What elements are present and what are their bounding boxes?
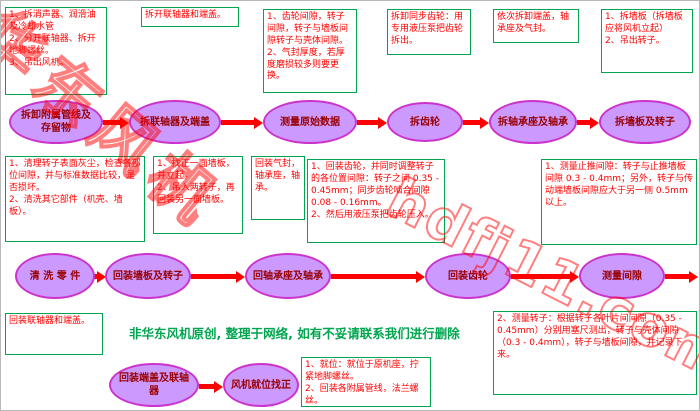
step-remove-bearing-housing: 拆轴承座及轴承	[489, 100, 577, 144]
step-reinstall-endcover-coupling: 回装端盖及联轴器	[109, 363, 199, 407]
flow-arrow	[357, 116, 387, 129]
flow-arrow	[191, 270, 245, 283]
flow-arrow	[94, 270, 106, 283]
note-dismantle-prep: 1、拆消声器、润滑油及冷却水管 2、分开联轴器、拆开地脚螺丝。 3、吊出风机。	[5, 7, 107, 95]
step-measure-original-data: 测量原始数据	[263, 100, 357, 144]
note-thrust-clearance: 1、测量止推间隙：转子与止推墙板间隙 0.3 - 0.4mm；另外，转子与传动端…	[541, 159, 697, 245]
note-seal-bearing-install: 回装气封，轴承座，轴承。	[251, 156, 305, 220]
step-remove-wallplate-rotor: 拆墙板及转子	[599, 100, 691, 144]
flow-arrow	[103, 116, 129, 129]
step-measure-clearance: 测量间隙	[579, 253, 665, 299]
note-original-clearances: 1、齿轮间隙，转子间隙，转子与墙板间隙转子与壳体间隙。 2、气封厚度，若厚度磨损…	[263, 9, 357, 93]
step-reinstall-gear: 回装齿轮	[425, 253, 511, 299]
disclaimer-text: 非华东风机原创, 整理于网络, 如有不妥请联系我们进行删除	[129, 326, 460, 341]
note-gear-install-clearance: 1、回装齿轮，并同时调整转子的各位置间隙：转子之间 0.35 - 0.45mm；…	[307, 159, 445, 243]
flow-arrow	[577, 116, 599, 129]
note-remove-coupling: 拆开联轴器和端盖。	[141, 7, 239, 27]
flow-arrow	[463, 116, 489, 129]
flow-arrow	[221, 116, 263, 129]
step-reinstall-bearing-housing: 回轴承座及轴承	[245, 253, 331, 299]
note-rotor-measurement: 2、测量转子：根据转子各叶片间间隙（0.35 - 0.45mm）分别用塞尺测出，…	[493, 311, 697, 395]
step-reinstall-wallplate-rotor: 回装墙板及转子	[105, 253, 191, 299]
note-clean-inspect: 1、清理转子表面灰尘，检查各部位间隙，并与标准数据比较，是否损坏。 2、清洗其它…	[5, 156, 145, 242]
flow-arrow	[511, 270, 579, 283]
step-position-align-fan: 风机就位找正	[223, 363, 299, 407]
note-wallplate-removal: 1、拆墙板（拆墙板应将风机立起） 2、吊出转子。	[601, 9, 693, 73]
flow-arrow	[331, 270, 425, 283]
step-remove-coupling-endcovers: 拆联轴器及端盖	[129, 100, 221, 144]
step-remove-gear: 拆齿轮	[387, 102, 463, 142]
note-coupling-endcover-install: 回装联轴器和端盖。	[5, 313, 103, 355]
flow-arrow	[199, 380, 223, 393]
step-dismantle-piping: 拆卸附属管线及存留物	[9, 100, 103, 144]
note-positioning: 1、就位：就位于原机座，拧紧地脚螺丝。 2、回装各附属管线，法兰螺丝。	[301, 357, 431, 407]
note-wallplate-install: 1、找正一面墙板，并立起。 2、吊入两转子，再回装另一面墙板。	[153, 156, 243, 234]
note-endcover-bearing-removal: 依次拆卸端盖，轴承座及气封。	[493, 9, 579, 43]
step-clean-parts: 清 洗 零 件	[15, 253, 95, 299]
flow-arrow	[665, 270, 698, 283]
note-sync-gear-removal: 拆卸同步齿轮：用专用液压泵把齿轮拆出。	[387, 9, 471, 55]
